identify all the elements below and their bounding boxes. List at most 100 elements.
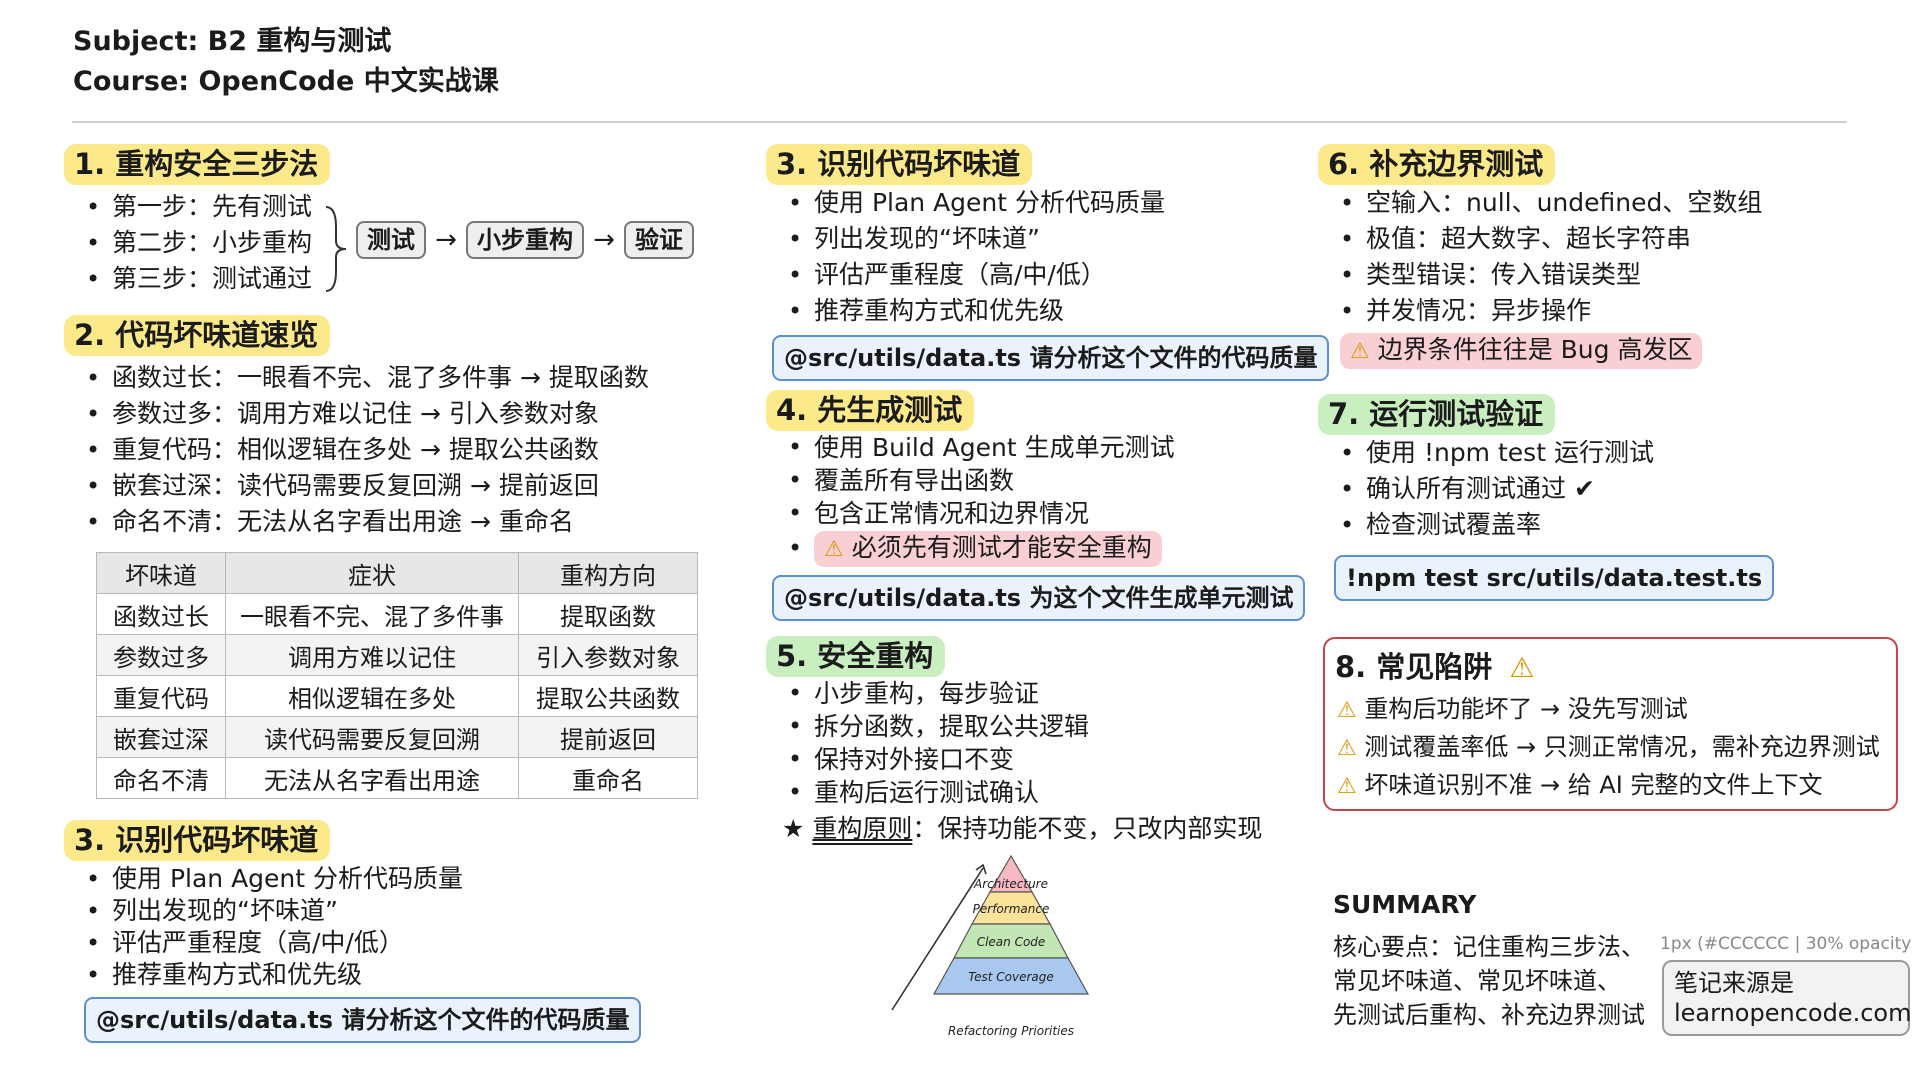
warning-icon: ⚠: [1337, 698, 1357, 723]
pitfall-item: ⚠ 测试覆盖率低 → 只测正常情况，需补充边界测试: [1337, 729, 1880, 767]
pitfall-list: ⚠ 重构后功能坏了 → 没先写测试 ⚠ 测试覆盖率低 → 只测正常情况，需补充边…: [1337, 691, 1880, 805]
section-6-title: 6. 补充边界测试: [1318, 144, 1556, 185]
warning-icon: ⚠: [1337, 774, 1357, 799]
table-row: 重复代码 相似逻辑在多处 提取公共函数: [96, 675, 698, 717]
summary-line: 核心要点：记住重构三步法、: [1333, 933, 1645, 961]
table-cell: 调用方难以记住: [225, 634, 519, 676]
flow-step-verify: 验证: [623, 221, 694, 259]
principle-label: 重构原则: [812, 814, 913, 843]
brace-icon: [325, 206, 347, 292]
table-header: 症状: [225, 552, 519, 594]
list-item-warning: ⚠ 必须先有测试才能安全重构: [788, 530, 1305, 567]
table-cell: 一眼看不完、混了多件事: [225, 593, 519, 635]
list-item: 评估严重程度（高/中/低）: [86, 927, 641, 959]
section-1-title: 1. 重构安全三步法: [64, 144, 331, 185]
section-7-title: 7. 运行测试验证: [1318, 394, 1556, 435]
warning-pill: ⚠ 必须先有测试才能安全重构: [814, 531, 1162, 567]
table-cell: 重复代码: [96, 675, 226, 717]
table-header: 坏味道: [96, 552, 226, 594]
list-item: 包含正常情况和边界情况: [788, 497, 1305, 530]
code-command: !npm test src/utils/data.test.ts: [1334, 555, 1775, 601]
warning-pill: ⚠ 边界条件往往是 Bug 高发区: [1340, 333, 1703, 369]
list-item: 并发情况：异步操作: [1340, 293, 1762, 329]
pyramid-label: Test Coverage: [968, 970, 1054, 984]
table-cell: 相似逻辑在多处: [225, 675, 519, 717]
flow-step-test: 测试: [356, 221, 426, 259]
section-4-title: 4. 先生成测试: [766, 390, 975, 431]
arrow-right-icon: →: [435, 225, 457, 255]
table-cell: 参数过多: [96, 634, 226, 676]
list-item: 推荐重构方式和优先级: [86, 959, 641, 991]
list-item: 检查测试覆盖率: [1340, 507, 1774, 543]
table-cell: 提取函数: [518, 593, 698, 635]
section-7-list: 使用 !npm test 运行测试 确认所有测试通过 ✔ 检查测试覆盖率: [1318, 435, 1774, 543]
source-box: 笔记来源是 learnopencode.com: [1662, 960, 1912, 1036]
warning-icon: ⚠: [1337, 736, 1357, 761]
pitfall-text: 测试覆盖率低 → 只测正常情况，需补充边界测试: [1364, 733, 1880, 761]
table-row: 命名不清 无法从名字看出用途 重命名: [96, 757, 698, 799]
table-row: 参数过多 调用方难以记住 引入参数对象: [96, 634, 698, 676]
table-cell: 无法从名字看出用途: [225, 757, 519, 799]
source-line: learnopencode.com: [1674, 999, 1912, 1027]
code-command: @src/utils/data.ts 请分析这个文件的代码质量: [772, 335, 1330, 381]
section-8: 8. 常见陷阱 ⚠ ⚠ 重构后功能坏了 → 没先写测试 ⚠ 测试覆盖率低 → 只…: [1323, 637, 1898, 811]
warning-icon: ⚠: [1509, 651, 1535, 684]
star-icon: ★: [782, 814, 805, 843]
list-item: 使用 Plan Agent 分析代码质量: [788, 185, 1329, 221]
step-item: 第一步：先有测试: [86, 189, 330, 225]
step-item: 第三步：测试通过: [86, 261, 330, 297]
summary-line: 常见坏味道、常见坏味道、: [1333, 967, 1621, 995]
list-item: 类型错误：传入错误类型: [1340, 257, 1762, 293]
section-3: 3. 识别代码坏味道 使用 Plan Agent 分析代码质量 列出发现的“坏味…: [766, 144, 1330, 381]
code-command: @src/utils/data.ts 请分析这个文件的代码质量: [84, 997, 642, 1043]
pyramid-label: Performance: [973, 902, 1050, 916]
refactoring-pyramid: Architecture Performance Clean Code Test…: [891, 854, 1090, 1038]
section-2: 2. 代码坏味道速览 函数过长：一眼看不完、混了多件事 → 提取函数 参数过多：…: [64, 315, 649, 540]
summary-title: SUMMARY: [1333, 890, 1477, 919]
list-item: 使用 !npm test 运行测试: [1340, 435, 1774, 471]
section-1: 1. 重构安全三步法 第一步：先有测试 第二步：小步重构 第三步：测试通过 测试…: [64, 144, 694, 297]
list-item: 确认所有测试通过 ✔: [1340, 471, 1774, 507]
section-5-title: 5. 安全重构: [766, 636, 946, 677]
section-3-list: 使用 Plan Agent 分析代码质量 列出发现的“坏味道” 评估严重程度（高…: [64, 863, 641, 991]
table-cell: 提取公共函数: [518, 675, 698, 717]
source-line: 笔记来源是: [1674, 969, 1794, 997]
list-item: 重构后运行测试确认: [788, 776, 1262, 809]
table-header-row: 坏味道 症状 重构方向: [96, 552, 698, 594]
list-item: 嵌套过深：读代码需要反复回溯 → 提前返回: [86, 468, 649, 504]
pyramid-label: Architecture: [973, 877, 1048, 891]
smell-table: 坏味道 症状 重构方向 函数过长 一眼看不完、混了多件事 提取函数 参数过多 调…: [96, 552, 698, 799]
pitfall-text: 重构后功能坏了 → 没先写测试: [1364, 695, 1688, 723]
section-3-left: 3. 识别代码坏味道 使用 Plan Agent 分析代码质量 列出发现的“坏味…: [64, 820, 642, 1043]
section-3-list: 使用 Plan Agent 分析代码质量 列出发现的“坏味道” 评估严重程度（高…: [766, 185, 1329, 329]
list-item: 参数过多：调用方难以记住 → 引入参数对象: [86, 396, 649, 432]
arrow-right-icon: →: [593, 225, 615, 255]
warning-text: 边界条件往往是 Bug 高发区: [1377, 335, 1693, 364]
section-5-list: 小步重构，每步验证 拆分函数，提取公共逻辑 保持对外接口不变 重构后运行测试确认: [766, 677, 1262, 809]
step-item: 第二步：小步重构: [86, 225, 330, 261]
table-cell: 重命名: [518, 757, 698, 799]
flow-diagram: 测试 → 小步重构 → 验证: [356, 221, 694, 259]
list-item: 覆盖所有导出函数: [788, 464, 1305, 497]
section-4: 4. 先生成测试 使用 Build Agent 生成单元测试 覆盖所有导出函数 …: [766, 390, 1306, 621]
section-6-list: 空输入：null、undefined、空数组 极值：超大数字、超长字符串 类型错…: [1318, 185, 1762, 329]
code-command: @src/utils/data.ts 为这个文件生成单元测试: [772, 575, 1306, 621]
table-cell: 引入参数对象: [518, 634, 698, 676]
course-line: Course: OpenCode 中文实战课: [73, 66, 499, 97]
section-4-list: 使用 Build Agent 生成单元测试 覆盖所有导出函数 包含正常情况和边界…: [766, 431, 1305, 567]
warning-text: 必须先有测试才能安全重构: [851, 533, 1152, 562]
list-item: 拆分函数，提取公共逻辑: [788, 710, 1262, 743]
header: Subject: B2 重构与测试 Course: OpenCode 中文实战课: [73, 22, 499, 102]
pyramid-level-test-coverage: [932, 957, 1090, 995]
principle-text: ：保持功能不变，只改内部实现: [912, 814, 1263, 843]
list-item: 极值：超大数字、超长字符串: [1340, 221, 1762, 257]
pitfall-item: ⚠ 重构后功能坏了 → 没先写测试: [1337, 691, 1880, 729]
section-8-title: 8. 常见陷阱: [1335, 650, 1493, 684]
list-item: 使用 Build Agent 生成单元测试: [788, 431, 1305, 464]
list-item: 空输入：null、undefined、空数组: [1340, 185, 1762, 221]
section-2-title: 2. 代码坏味道速览: [64, 315, 331, 356]
table-row: 嵌套过深 读代码需要反复回溯 提前返回: [96, 716, 698, 758]
list-item: 保持对外接口不变: [788, 743, 1262, 776]
warning-icon: ⚠: [824, 537, 844, 562]
table-cell: 函数过长: [96, 593, 226, 635]
